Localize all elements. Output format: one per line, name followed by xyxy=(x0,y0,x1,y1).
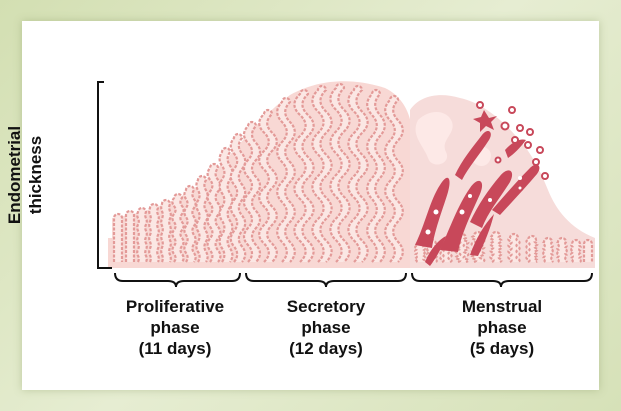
phase-name: Secretory xyxy=(256,296,396,317)
gland-29 xyxy=(557,238,567,262)
gland-31 xyxy=(584,240,592,262)
brace-menstrual xyxy=(412,273,592,287)
gland-30 xyxy=(571,240,581,262)
gland-28 xyxy=(543,238,553,262)
phase-word: phase xyxy=(105,317,245,338)
phase-label-proliferative: Proliferative phase (11 days) xyxy=(105,296,245,359)
phase-word: phase xyxy=(256,317,396,338)
gland-1 xyxy=(126,211,134,262)
phase-label-secretory: Secretory phase (12 days) xyxy=(256,296,396,359)
brace-proliferative xyxy=(115,273,240,287)
phase-duration: (12 days) xyxy=(256,338,396,359)
phase-name: Menstrual xyxy=(432,296,572,317)
phase-label-menstrual: Menstrual phase (5 days) xyxy=(432,296,572,359)
gland-0 xyxy=(114,214,122,262)
phase-braces xyxy=(115,273,592,287)
brace-secretory xyxy=(246,273,406,287)
phase-name: Proliferative xyxy=(105,296,245,317)
gland-3 xyxy=(149,204,159,262)
gland-4 xyxy=(161,200,171,262)
phase-duration: (11 days) xyxy=(105,338,245,359)
phase-duration: (5 days) xyxy=(432,338,572,359)
phase-word: phase xyxy=(432,317,572,338)
